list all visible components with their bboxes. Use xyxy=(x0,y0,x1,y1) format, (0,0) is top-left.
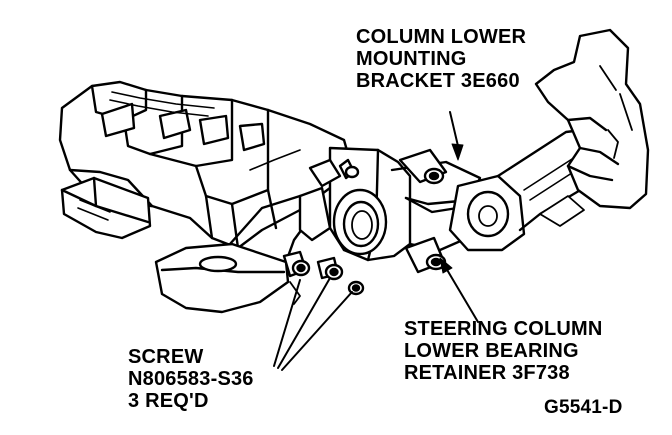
bearing-retainer-label: STEERING COLUMN LOWER BEARING RETAINER 3… xyxy=(404,318,603,384)
bracket-label-line-1: COLUMN LOWER xyxy=(356,26,527,48)
column-housing xyxy=(58,80,354,250)
bracket-label-line-2: MOUNTING xyxy=(356,48,467,70)
mounting-studs xyxy=(338,148,448,274)
screw-label-line-3: 3 REQ'D xyxy=(128,390,209,412)
retainer-label-line-2: LOWER BEARING xyxy=(404,340,579,362)
mounting-bracket-label: COLUMN LOWER MOUNTING BRACKET 3E660 xyxy=(356,26,526,92)
lever-block xyxy=(60,176,152,240)
hand xyxy=(534,28,650,210)
figure-code: G5541-D xyxy=(544,397,623,418)
leader-lines xyxy=(273,111,479,371)
screw-label-line-2: N806583-S36 xyxy=(128,368,254,390)
screws xyxy=(282,250,365,305)
socket-wrench xyxy=(448,126,612,252)
lower-arm xyxy=(154,194,318,314)
screw-label-line-1: SCREW xyxy=(128,346,204,368)
leader-arrowheads xyxy=(439,143,464,274)
retainer-label-line-3: RETAINER 3F738 xyxy=(404,362,570,384)
bearing-retainer xyxy=(332,188,388,256)
mounting-bracket xyxy=(298,146,482,262)
screw-label: SCREW N806583-S36 3 REQ'D xyxy=(128,346,254,412)
retainer-label-line-1: STEERING COLUMN xyxy=(404,318,603,340)
bracket-label-line-3: BRACKET 3E660 xyxy=(356,70,520,92)
